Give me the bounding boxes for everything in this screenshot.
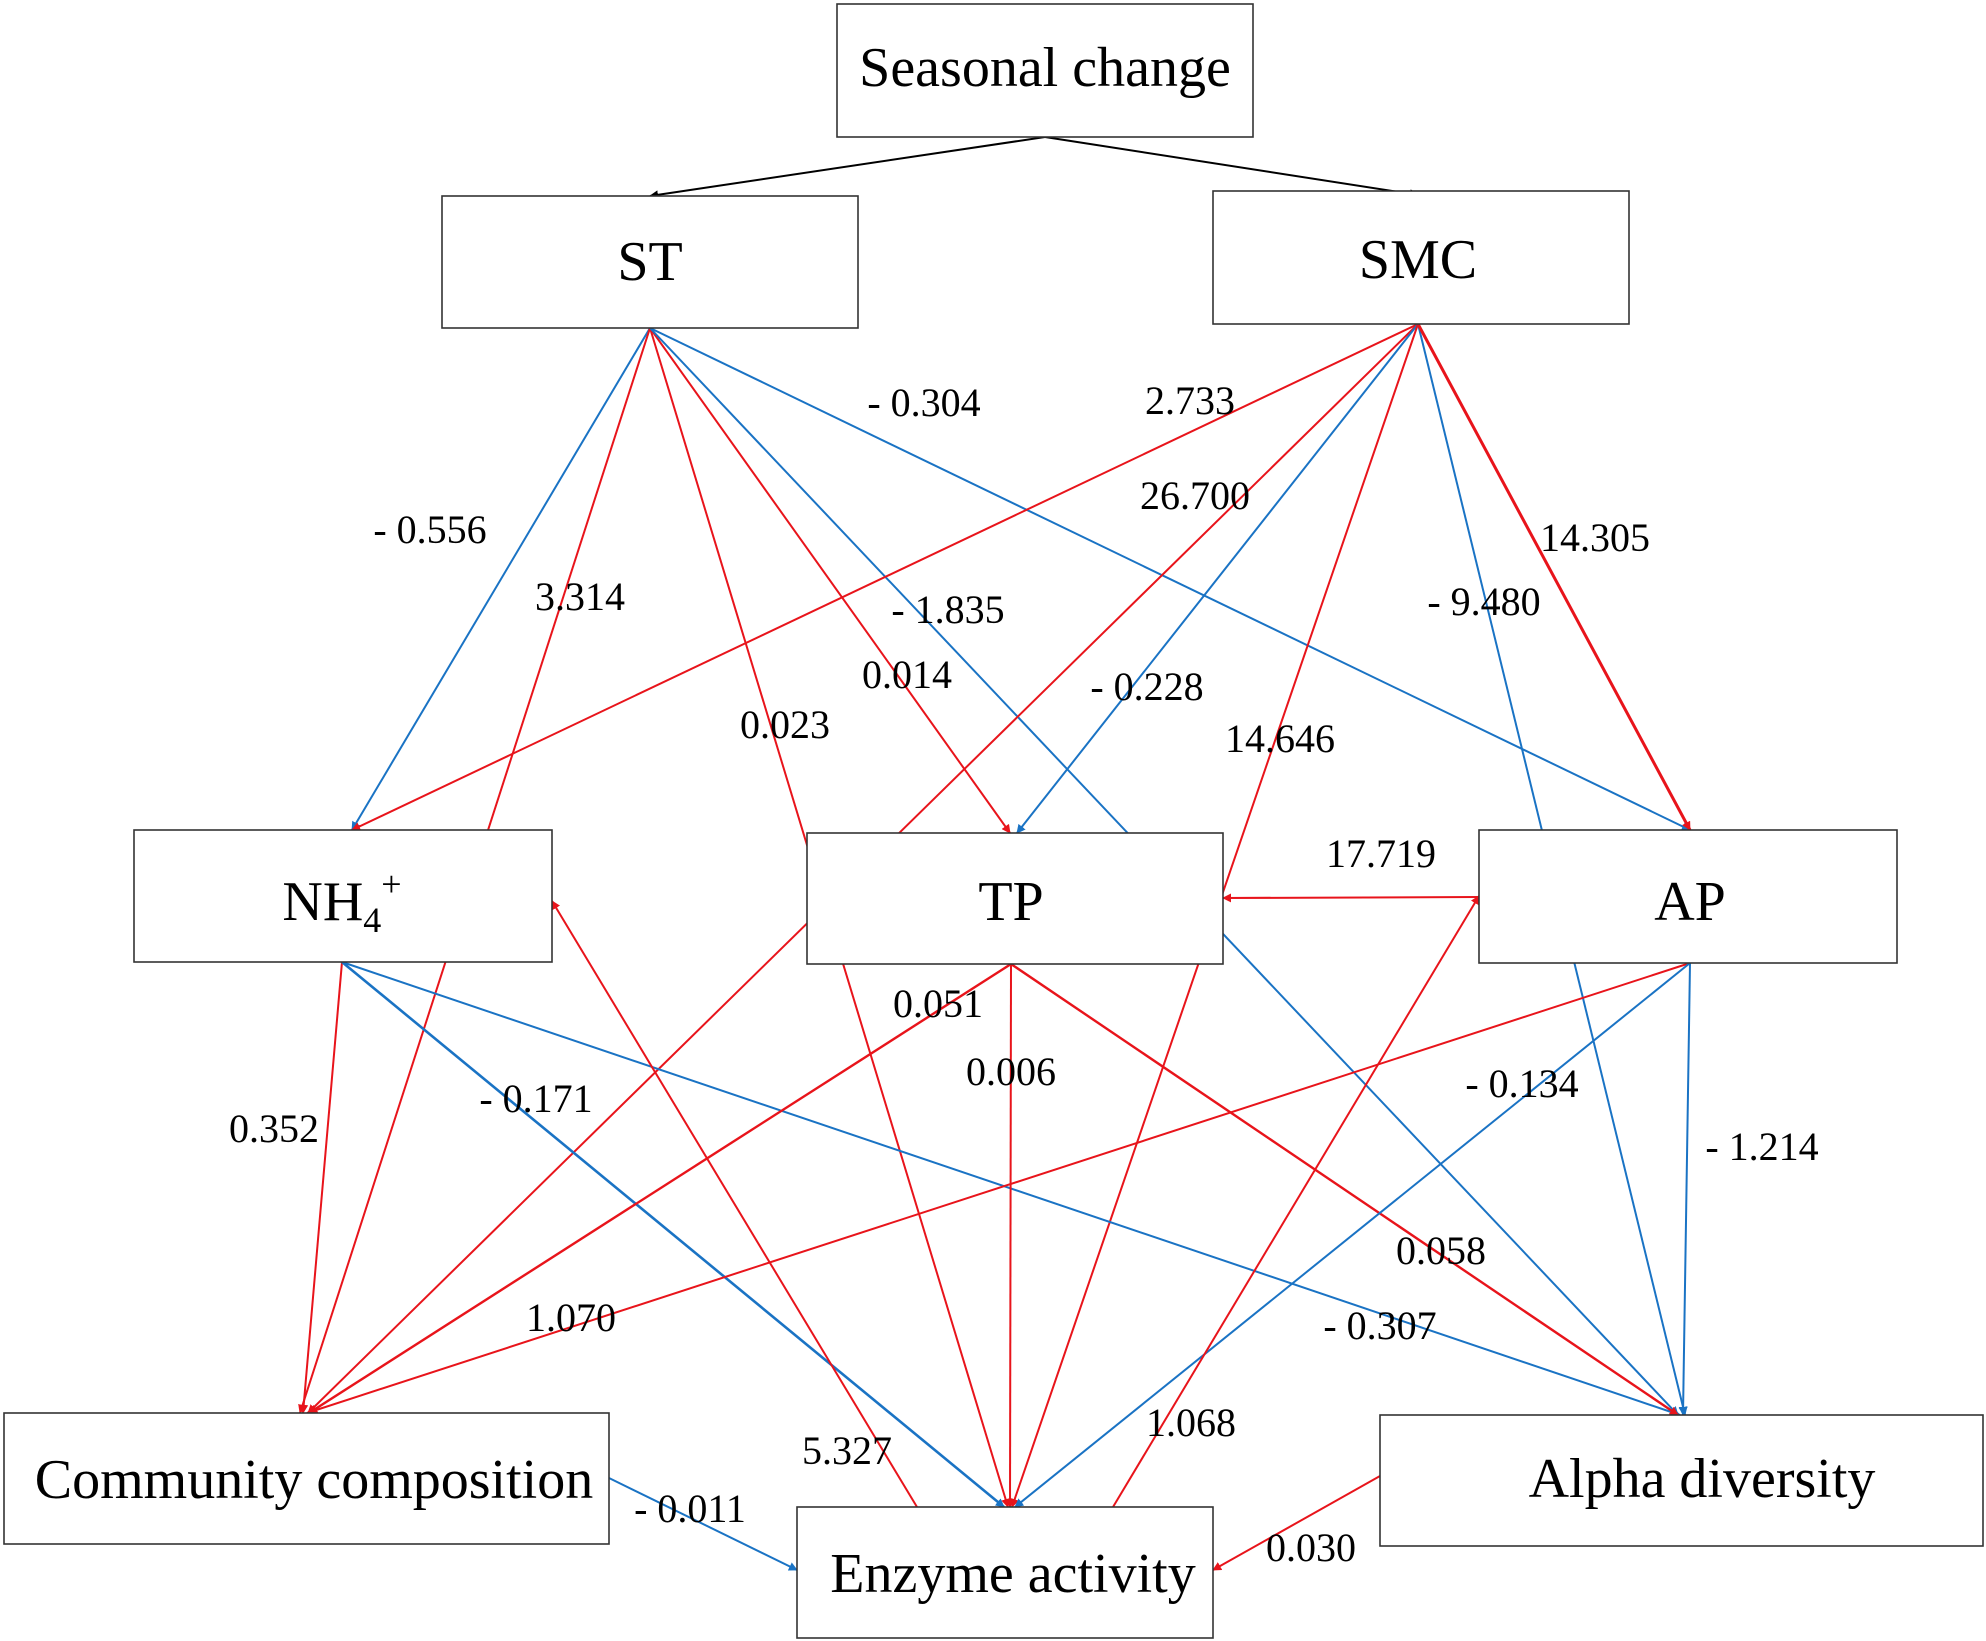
- node-nh4: NH4+: [133, 829, 553, 963]
- edge-label-tp-to-alpha: 0.058: [1396, 1228, 1486, 1273]
- edge-seasonal-to-st: [649, 136, 1046, 200]
- edge-community-to-enzyme: [608, 1477, 798, 1571]
- node-label-st: ST: [617, 231, 682, 293]
- edge-alpha-to-enzyme: [1212, 1475, 1381, 1571]
- edge-label-smc-to-ap: 14.305: [1540, 515, 1650, 560]
- nh4-superscript: +: [381, 864, 401, 904]
- edge-st-to-nh4: [351, 327, 651, 831]
- node-seasonal-change: Seasonal change: [836, 3, 1254, 138]
- edge-nh4-to-enzyme: [341, 960, 1005, 1509]
- edge-label-smc-to-tp: - 0.228: [1090, 664, 1203, 709]
- edge-label-alpha-to-enzyme: 0.030: [1266, 1525, 1356, 1570]
- edge-ap-to-community: [306, 962, 1691, 1415]
- edge-ap-to-tp: [1222, 893, 1480, 903]
- edge-label-st-to-community: 3.314: [535, 574, 625, 619]
- edge-label-tp-to-community: 0.051: [893, 981, 983, 1026]
- node-label-tp: TP: [978, 871, 1043, 933]
- node-label-alpha-diversity: Alpha diversity: [1529, 1448, 1876, 1510]
- node-st: ST: [441, 195, 859, 329]
- node-label-smc: SMC: [1359, 229, 1477, 291]
- nh4-subscript: 4: [363, 900, 381, 940]
- edge-label-enzyme-to-ap: 1.068: [1146, 1400, 1236, 1445]
- node-smc: SMC: [1212, 190, 1630, 325]
- edge-label-smc-to-alpha: - 9.480: [1427, 579, 1540, 624]
- node-label-nh4: NH4+: [282, 864, 401, 940]
- edge-label-community-to-enzyme: - 0.011: [634, 1486, 746, 1531]
- edge-smc-to-ap: [1416, 323, 1692, 831]
- edge-label-st-to-tp: 0.014: [862, 652, 952, 697]
- edge-st-to-ap: [649, 327, 1691, 831]
- edge-label-ap-to-tp: 17.719: [1326, 831, 1436, 876]
- edge-tp-to-alpha: [1010, 963, 1679, 1416]
- edge-label-nh4-to-community: 0.352: [229, 1106, 319, 1151]
- node-ap: AP: [1478, 829, 1898, 964]
- edge-label-smc-to-enzyme: 14.646: [1225, 716, 1335, 761]
- node-label-enzyme-activity: Enzyme activity: [830, 1543, 1195, 1605]
- edge-enzyme-to-nh4: [551, 900, 918, 1508]
- edge-label-smc-to-nh4: 2.733: [1145, 378, 1235, 423]
- node-tp: TP: [806, 832, 1224, 965]
- edge-label-ap-to-alpha: - 1.214: [1705, 1124, 1818, 1169]
- nh4-base: NH: [282, 871, 363, 933]
- node-enzyme-activity: Enzyme activity: [796, 1506, 1214, 1639]
- edge-ap-to-alpha: [1678, 962, 1691, 1416]
- node-label-seasonal-change: Seasonal change: [859, 37, 1231, 99]
- edge-smc-to-nh4: [351, 323, 1419, 831]
- edge-label-st-to-ap: - 0.304: [867, 380, 980, 425]
- node-alpha-diversity: Alpha diversity: [1379, 1414, 1984, 1547]
- edge-label-nh4-to-alpha: - 0.307: [1323, 1303, 1436, 1348]
- edge-label-ap-to-enzyme: - 0.134: [1465, 1061, 1578, 1106]
- edge-label-ap-to-community: 1.070: [526, 1295, 616, 1340]
- edge-label-smc-to-community: 26.700: [1140, 473, 1250, 518]
- edge-seasonal-to-smc: [1044, 136, 1419, 199]
- edge-ap-to-enzyme: [1014, 962, 1691, 1508]
- edge-label-st-to-enzyme: 0.023: [740, 702, 830, 747]
- edge-label-st-to-nh4: - 0.556: [373, 507, 486, 552]
- edge-label-tp-to-enzyme: 0.006: [966, 1049, 1056, 1094]
- edge-tp-to-enzyme: [1005, 963, 1015, 1508]
- edge-labels: - 0.556 3.314 0.023 0.014 - 1.835 - 0.304 2.73…: [229, 378, 1819, 1570]
- node-label-community-composition: Community composition: [35, 1449, 593, 1511]
- node-community-composition: Community composition: [3, 1412, 610, 1545]
- edge-enzyme-to-ap: [1112, 895, 1480, 1508]
- edge-label-nh4-to-enzyme: - 0.171: [479, 1076, 592, 1121]
- edge-st-to-tp: [649, 327, 1011, 834]
- edge-label-enzyme-to-nh4: 5.327: [802, 1428, 892, 1473]
- edge-smc-to-tp: [1016, 323, 1419, 834]
- edge-label-st-to-alpha: - 1.835: [891, 587, 1004, 632]
- edge-tp-to-community: [308, 962, 1012, 1415]
- node-label-ap: AP: [1654, 871, 1726, 933]
- edge-nh4-to-community: [299, 961, 343, 1414]
